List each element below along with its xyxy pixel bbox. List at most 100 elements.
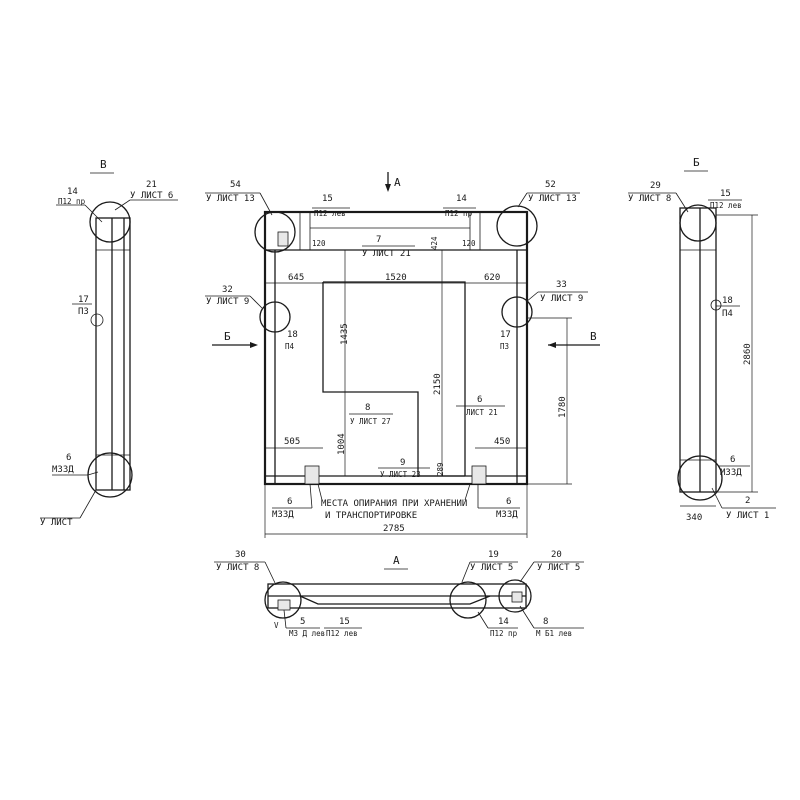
callout-text: У ЛИСТ 13 bbox=[206, 194, 255, 204]
leader bbox=[309, 483, 313, 509]
opening-outline bbox=[323, 281, 466, 476]
detail-circle bbox=[259, 301, 291, 333]
callout-text: М33Д bbox=[496, 510, 518, 520]
dim-340: 340 bbox=[686, 513, 702, 523]
section-arrowhead bbox=[548, 342, 556, 348]
view-label-a-top: А bbox=[394, 176, 401, 189]
callout-text: У ЛИСТ 21 bbox=[362, 249, 411, 259]
dim-620: 620 bbox=[484, 273, 500, 283]
dim-505: 505 bbox=[284, 437, 300, 447]
callout-text: У ЛИСТ 13 bbox=[528, 194, 577, 204]
opening-outline bbox=[322, 282, 419, 476]
note-line-1: МЕСТА ОПИРАНИЯ ПРИ ХРАНЕНИИ bbox=[321, 499, 467, 509]
callout-num: 18 bbox=[722, 296, 733, 306]
right-side-view: Б 2860 340 29 У ЛИСТ 8 15 П12 лев 18 П4 … bbox=[628, 156, 776, 523]
leader bbox=[249, 295, 263, 309]
callout-text: П12 пр bbox=[445, 209, 473, 218]
leader bbox=[711, 487, 723, 509]
detail-circle bbox=[496, 205, 538, 247]
callout-text: М33Д bbox=[272, 510, 294, 520]
view-label-v: В bbox=[100, 158, 107, 171]
dim-1435: 1435 bbox=[340, 323, 350, 345]
callout-text: П3 bbox=[500, 342, 509, 351]
detail-circle-top bbox=[679, 204, 717, 242]
leader bbox=[84, 204, 103, 223]
callout-text: У ЛИСТ 5 bbox=[470, 563, 513, 573]
section-label-b: Б bbox=[224, 330, 231, 343]
support-block-left bbox=[304, 465, 320, 485]
leader bbox=[519, 605, 535, 629]
left-side-view: В 21 У ЛИСТ 6 14 П12 пр 17 П3 6 М33Д У Л… bbox=[40, 158, 178, 528]
callout-text: У ЛИСТ 23 bbox=[380, 470, 421, 479]
section-label-v: В bbox=[590, 330, 597, 343]
callout-num: 14 bbox=[456, 194, 467, 204]
callout-v: V bbox=[274, 621, 279, 630]
callout-text: У ЛИСТ bbox=[40, 518, 73, 528]
leader bbox=[264, 561, 277, 586]
callout-num: 15 bbox=[339, 617, 350, 627]
callout-text: ЛИСТ 21 bbox=[466, 408, 498, 417]
embed-block bbox=[511, 591, 523, 603]
callout-text: П4 bbox=[722, 309, 733, 319]
callout-num: 2 bbox=[745, 496, 750, 506]
leader bbox=[114, 199, 131, 211]
view-label-b: Б bbox=[693, 156, 700, 169]
dim-2785: 2785 bbox=[383, 524, 405, 534]
dim-645: 645 bbox=[288, 273, 304, 283]
dim-2150: 2150 bbox=[433, 373, 443, 395]
view-a-arrowhead bbox=[385, 184, 391, 192]
callout-num: 32 bbox=[222, 285, 233, 295]
note-line-2: И ТРАНСПОРТИРОВКЕ bbox=[325, 511, 417, 521]
dim-450: 450 bbox=[494, 437, 510, 447]
callout-text: П12 лев bbox=[710, 201, 742, 210]
callout-text: У ЛИСТ 5 bbox=[537, 563, 580, 573]
callout-text: У ЛИСТ 27 bbox=[350, 417, 391, 426]
callout-num: 8 bbox=[543, 617, 548, 627]
callout-num: 18 bbox=[287, 330, 298, 340]
callout-text: П12 лев bbox=[326, 629, 358, 638]
leader bbox=[525, 291, 539, 303]
bottom-plan-view: А 30 У ЛИСТ 8 19 У ЛИСТ 5 20 У ЛИСТ 5 V … bbox=[214, 550, 584, 638]
dim-120a: 120 bbox=[312, 239, 326, 248]
callout-num: 8 bbox=[365, 403, 370, 413]
callout-text: П12 пр bbox=[490, 629, 518, 638]
callout-num: 14 bbox=[67, 187, 78, 197]
callout-num: 29 bbox=[650, 181, 661, 191]
front-view: А 645 1520 620 120 120 424 bbox=[205, 172, 600, 538]
left-panel-outline bbox=[95, 217, 131, 491]
leader bbox=[517, 192, 528, 208]
dim-424: 424 bbox=[430, 236, 439, 250]
callout-num: 17 bbox=[500, 330, 511, 340]
embed-p4 bbox=[710, 299, 722, 311]
callout-num: 6 bbox=[730, 455, 735, 465]
leader bbox=[283, 609, 287, 629]
callout-num: 6 bbox=[66, 453, 71, 463]
dim-120b: 120 bbox=[462, 239, 476, 248]
callout-num: 52 bbox=[545, 180, 556, 190]
callout-num: 6 bbox=[287, 497, 292, 507]
callout-num: 19 bbox=[488, 550, 499, 560]
dim-1780: 1780 bbox=[558, 396, 568, 418]
callout-text: П4 bbox=[285, 342, 295, 351]
callout-text: П12 лев bbox=[314, 209, 346, 218]
callout-text: У ЛИСТ 9 bbox=[206, 297, 249, 307]
detail-circle-top bbox=[89, 201, 131, 243]
dim-1004: 1004 bbox=[337, 433, 347, 455]
note-leader bbox=[317, 483, 323, 501]
leader bbox=[519, 561, 535, 583]
callout-text: У ЛИСТ 9 bbox=[540, 294, 583, 304]
callout-num: 33 bbox=[556, 280, 567, 290]
embed-block bbox=[277, 599, 291, 611]
callout-text: М33Д bbox=[52, 465, 74, 475]
section-arrowhead bbox=[250, 342, 258, 348]
detail-circle bbox=[264, 581, 302, 619]
right-panel-outline bbox=[679, 207, 717, 493]
note-leader bbox=[464, 483, 471, 501]
detail-circle bbox=[498, 579, 532, 613]
callout-num: 6 bbox=[506, 497, 511, 507]
callout-num: 54 bbox=[230, 180, 241, 190]
support-block-right bbox=[471, 465, 487, 485]
leader bbox=[79, 489, 97, 519]
